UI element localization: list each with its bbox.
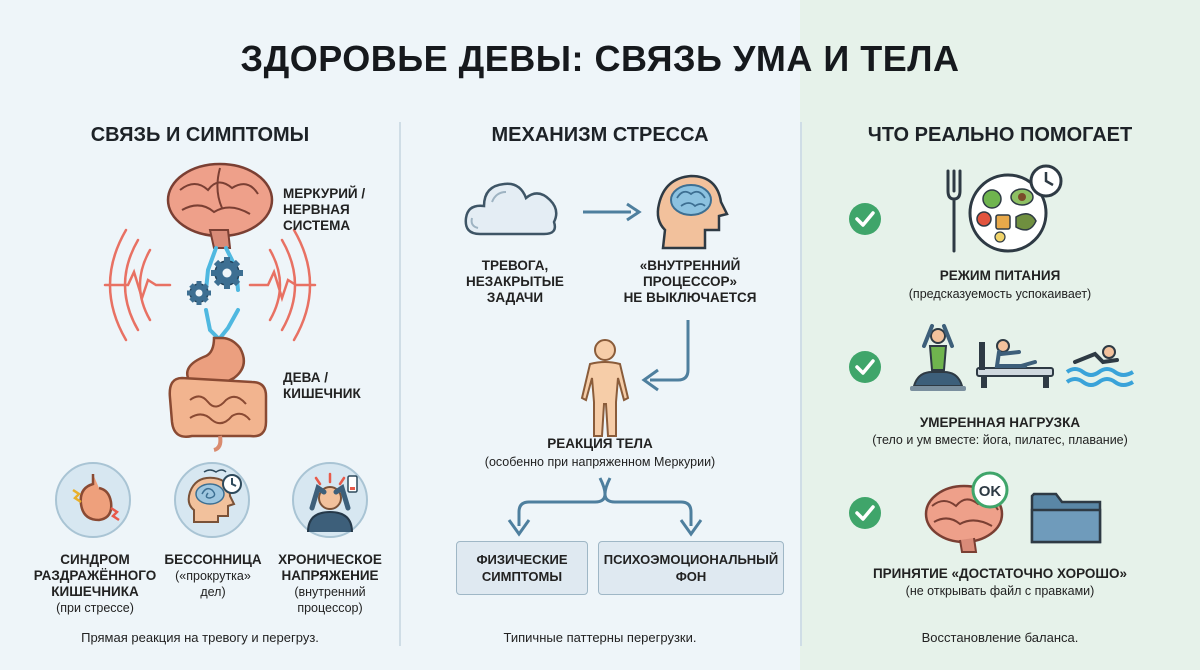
irritated-stomach-icon (55, 462, 131, 538)
check-icon (849, 351, 881, 383)
arrow-right-icon (583, 202, 642, 222)
gears-icon (187, 257, 243, 305)
nutrition-note: (предсказуемость успокаивает) (908, 287, 1092, 301)
brain-gut-axis-illustration (103, 162, 317, 452)
gut-icon (168, 336, 268, 452)
swimming-icon (1065, 345, 1135, 387)
virgo-gut-label: ДЕВА / КИШЕЧНИК (283, 370, 361, 401)
stress-wave-left-icon (103, 228, 172, 342)
body-reaction-note: (особенно при напряженном Меркурии) (484, 455, 716, 469)
acceptance-note: (не открывать файл с правками) (905, 584, 1095, 598)
col2-heading: МЕХАНИЗМ СТРЕССА (491, 124, 709, 146)
symptom-tension-title: ХРОНИЧЕСКОЕ НАПРЯЖЕНИЕ (278, 552, 382, 583)
body-reaction-label: РЕАКЦИЯ ТЕЛА (547, 436, 653, 451)
meal-plate-clock-icon (946, 164, 1063, 253)
col3-heading: ЧТО РЕАЛЬНО ПОМОГАЕТ (867, 124, 1133, 146)
cloud-icon (464, 182, 558, 236)
arrow-down-left-icon (641, 320, 690, 392)
acceptance-title: ПРИНЯТИЕ «ДОСТАТОЧНО ХОРОШО» (872, 566, 1128, 581)
symptom-insomnia-title: БЕССОННИЦА (164, 552, 262, 567)
head-brain-icon (656, 174, 729, 250)
stressed-person-icon (292, 462, 368, 538)
brain-icon (166, 162, 274, 249)
symptom-chronic-tension: ХРОНИЧЕСКОЕ НАПРЯЖЕНИЕ (внутренний проце… (270, 552, 390, 616)
brain-ok-icon: OK (924, 471, 1009, 553)
symptom-insomnia-note: («прокрутка» дел) (175, 569, 251, 599)
branch-arrows-icon (507, 477, 703, 537)
page-title: ЗДОРОВЬЕ ДЕВЫ: СВЯЗЬ УМА И ТЕЛА (240, 38, 960, 79)
mercury-nervous-system-label: МЕРКУРИЙ / НЕРВНАЯ СИСТЕМА (283, 186, 366, 233)
symptom-ibs: СИНДРОМ РАЗДРАЖЁННОГО КИШЕЧНИКА (при стр… (20, 552, 170, 616)
anxiety-label: ТРЕВОГА, НЕЗАКРЫТЫЕ ЗАДАЧИ (466, 258, 564, 305)
physical-symptoms-box: ФИЗИЧЕСКИЕ СИМПТОМЫ (456, 541, 588, 595)
symptom-tension-note: (внутренний процессор) (294, 585, 366, 615)
col1-heading: СВЯЗЬ И СИМПТОМЫ (90, 124, 310, 146)
check-icon (849, 497, 881, 529)
yoga-icon (910, 316, 966, 391)
inner-processor-label: «ВНУТРЕННИЙ ПРОЦЕССОР» НЕ ВЫКЛЮЧАЕТСЯ (623, 258, 757, 305)
column-divider-right (800, 122, 802, 646)
sleepless-head-icon (174, 462, 250, 538)
human-body-icon (580, 339, 630, 437)
symptom-ibs-note: (при стрессе) (56, 601, 134, 615)
ok-badge-text: OK (979, 483, 1002, 500)
check-icon (849, 203, 881, 235)
col3-footer: Восстановление баланса. (921, 630, 1079, 645)
column-divider-left (399, 122, 401, 646)
col2-footer: Типичные паттерны перегрузки. (503, 630, 697, 645)
exercise-note: (тело и ум вместе: йога, пилатес, плаван… (872, 433, 1128, 447)
col1-footer: Прямая реакция на тревогу и перегруз. (81, 630, 319, 645)
stress-wave-right-icon (248, 228, 317, 342)
psychoemotional-box: ПСИХОЭМОЦИОНАЛЬНЫЙ ФОН (598, 541, 784, 595)
nutrition-title: РЕЖИМ ПИТАНИЯ (939, 268, 1061, 283)
symptom-insomnia: БЕССОННИЦА («прокрутка» дел) (148, 552, 278, 600)
closed-folder-icon (1030, 492, 1102, 544)
right-column-background (800, 0, 1200, 670)
exercise-title: УМЕРЕННАЯ НАГРУЗКА (919, 415, 1081, 430)
symptom-ibs-title: СИНДРОМ РАЗДРАЖЁННОГО КИШЕЧНИКА (33, 552, 157, 599)
pilates-icon (976, 339, 1054, 388)
